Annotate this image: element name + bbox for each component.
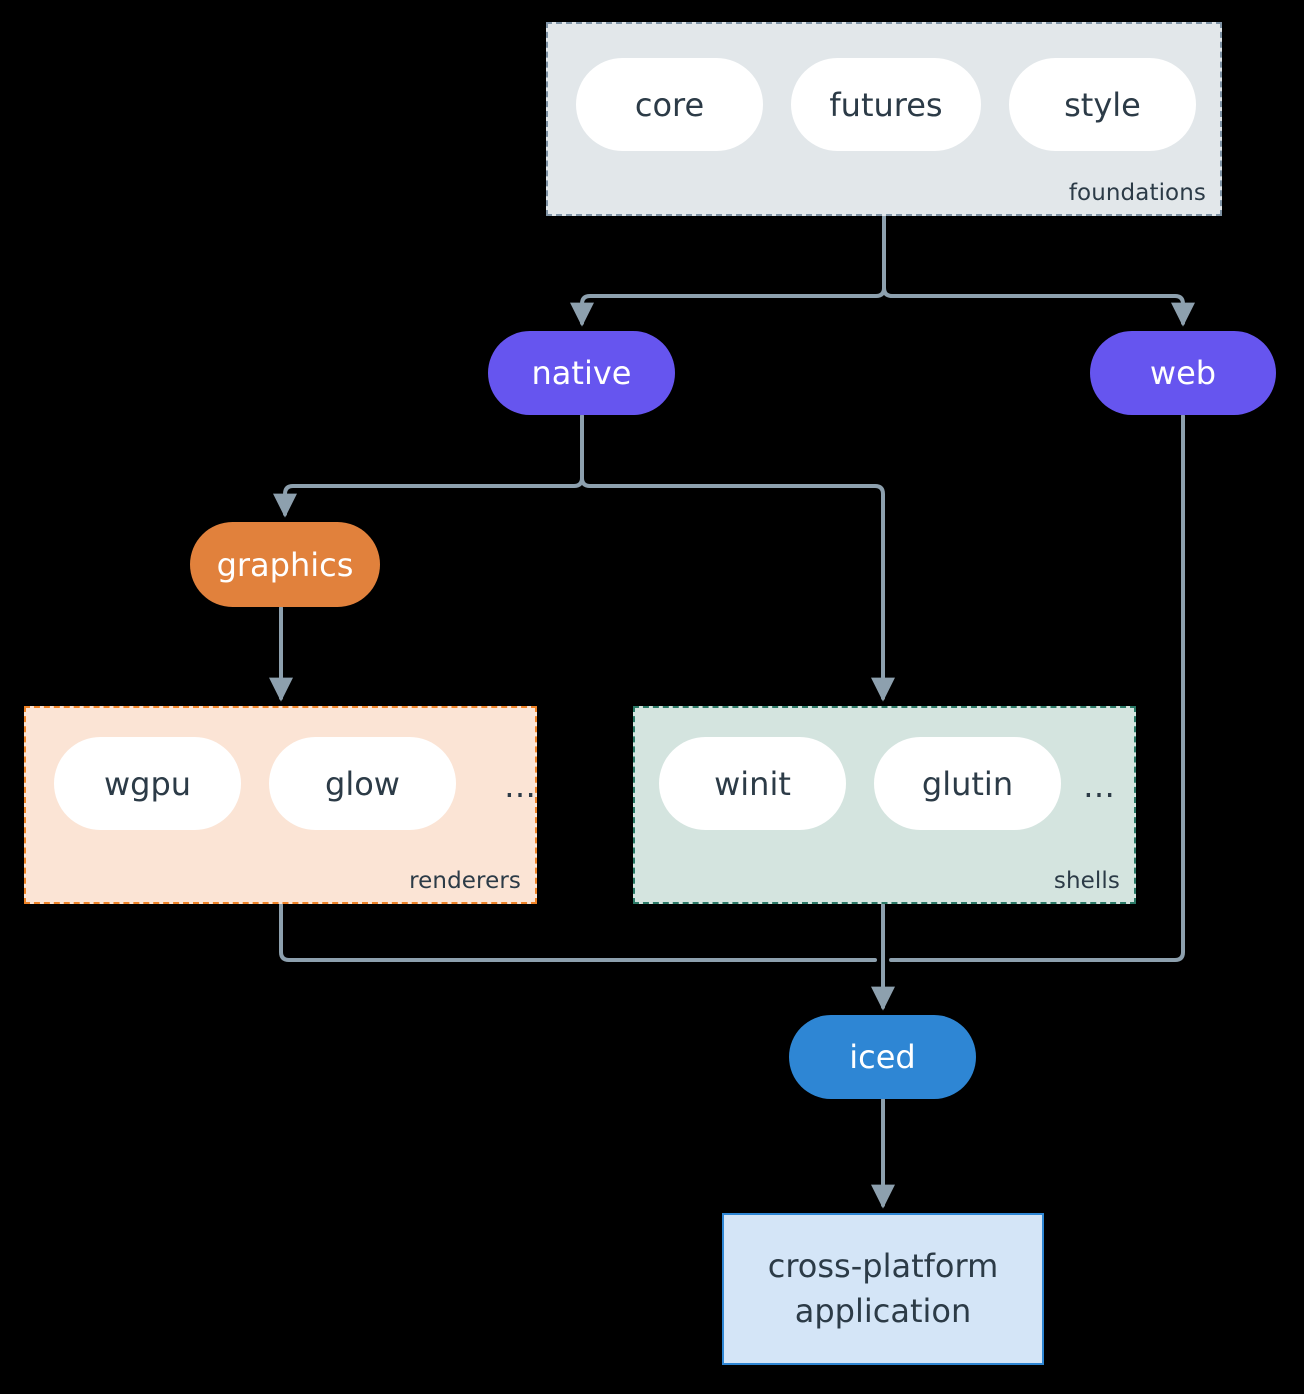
node-futures-label: futures	[829, 85, 943, 124]
node-cross-platform-application[interactable]: cross-platform application	[722, 1213, 1044, 1365]
node-wgpu[interactable]: wgpu	[54, 737, 241, 830]
node-style[interactable]: style	[1009, 58, 1196, 151]
node-glow-label: glow	[325, 764, 400, 803]
group-shells[interactable]: winit glutin … shells	[633, 706, 1136, 904]
node-native-label: native	[531, 354, 632, 392]
group-foundations-label: foundations	[1068, 180, 1206, 206]
edge-native-to-shells	[580, 476, 895, 702]
node-glutin[interactable]: glutin	[874, 737, 1061, 830]
edge-foundations-to-web	[882, 286, 1195, 327]
shells-more-ellipsis: …	[1083, 767, 1115, 805]
node-core-label: core	[634, 85, 705, 124]
node-native[interactable]: native	[488, 331, 675, 415]
edge-web-to-bus	[889, 414, 1185, 962]
node-style-label: style	[1064, 85, 1141, 124]
node-glow[interactable]: glow	[269, 737, 456, 830]
group-foundations[interactable]: core futures style foundations	[546, 22, 1222, 216]
edge-foundations-to-native	[570, 286, 886, 327]
node-graphics[interactable]: graphics	[190, 522, 380, 607]
application-label-line2: application	[794, 1292, 972, 1330]
node-web[interactable]: web	[1090, 331, 1276, 415]
group-renderers-label: renderers	[409, 868, 521, 894]
edge-native-to-graphics	[273, 476, 584, 518]
renderers-more-ellipsis: …	[504, 767, 536, 805]
node-winit[interactable]: winit	[659, 737, 846, 830]
application-label-line1: cross-platform	[767, 1246, 999, 1285]
node-web-label: web	[1149, 354, 1217, 392]
node-core[interactable]: core	[576, 58, 763, 151]
node-graphics-label: graphics	[216, 545, 354, 584]
group-shells-label: shells	[1053, 868, 1120, 894]
edge-renderers-to-bus	[279, 903, 877, 962]
group-renderers[interactable]: wgpu glow … renderers	[24, 706, 537, 904]
node-futures[interactable]: futures	[791, 58, 981, 151]
node-glutin-label: glutin	[921, 764, 1014, 803]
node-wgpu-label: wgpu	[103, 764, 192, 803]
node-winit-label: winit	[714, 764, 791, 803]
node-iced[interactable]: iced	[789, 1015, 976, 1099]
node-iced-label: iced	[849, 1038, 916, 1076]
